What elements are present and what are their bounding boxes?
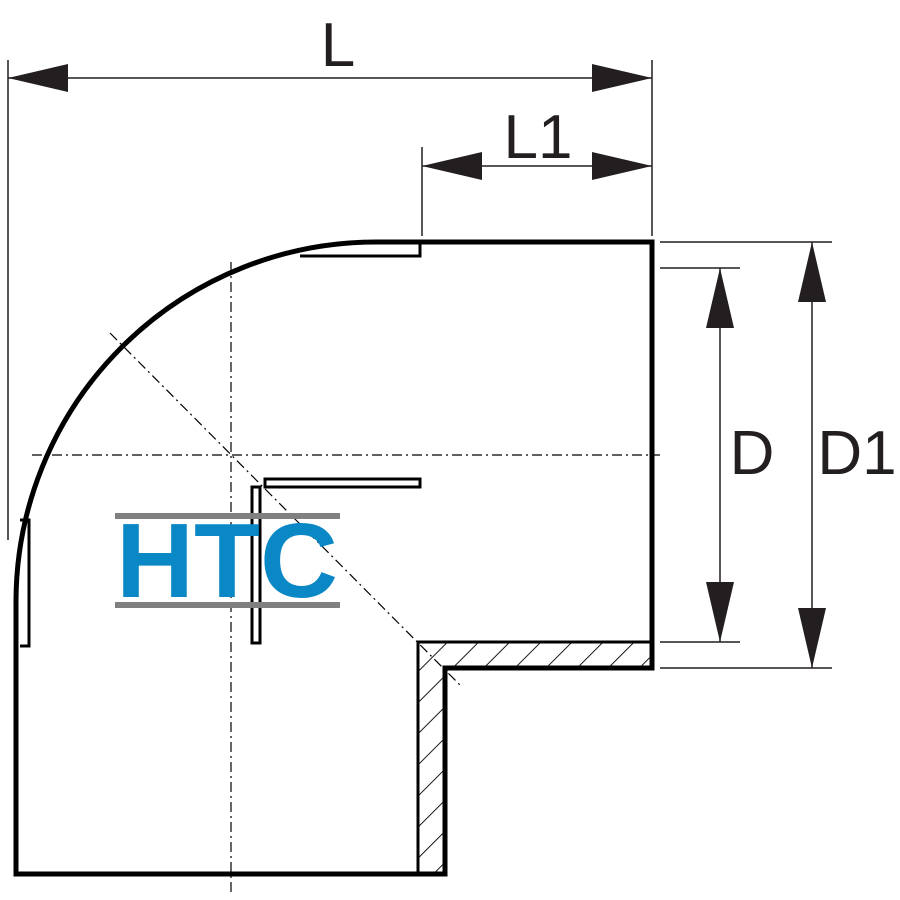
left-socket-stop	[20, 518, 31, 648]
htc-logo: HTC	[115, 502, 340, 620]
logo-text: HTC	[116, 502, 338, 620]
logo-bottom-rule	[115, 602, 340, 608]
logo-top-rule	[115, 513, 340, 519]
hatched-wall-section	[416, 640, 654, 876]
l-arrow-left	[8, 64, 68, 92]
l1-arrow-right	[592, 152, 652, 180]
inner-socket-bar-horizontal	[263, 477, 422, 489]
diagonal-center-line	[109, 332, 461, 686]
d1-arrow-top	[798, 242, 826, 302]
l1-dimension-label: L1	[504, 103, 573, 172]
dimension-lines	[8, 64, 826, 668]
elbow-body	[13, 239, 655, 877]
l-dimension-label: L	[321, 11, 355, 80]
elbow-outline	[13, 239, 655, 877]
d1-arrow-bottom	[798, 608, 826, 668]
center-lines	[32, 262, 660, 895]
d1-dimension-label: D1	[817, 419, 896, 488]
d-arrow-top	[706, 268, 734, 328]
extension-lines	[7, 60, 832, 669]
l1-arrow-left	[422, 152, 482, 180]
top-socket-stop	[300, 244, 422, 258]
d-dimension-label: D	[730, 419, 775, 488]
d-arrow-bottom	[706, 582, 734, 642]
l-arrow-right	[592, 64, 652, 92]
inner-socket-bar-vertical	[250, 485, 262, 645]
